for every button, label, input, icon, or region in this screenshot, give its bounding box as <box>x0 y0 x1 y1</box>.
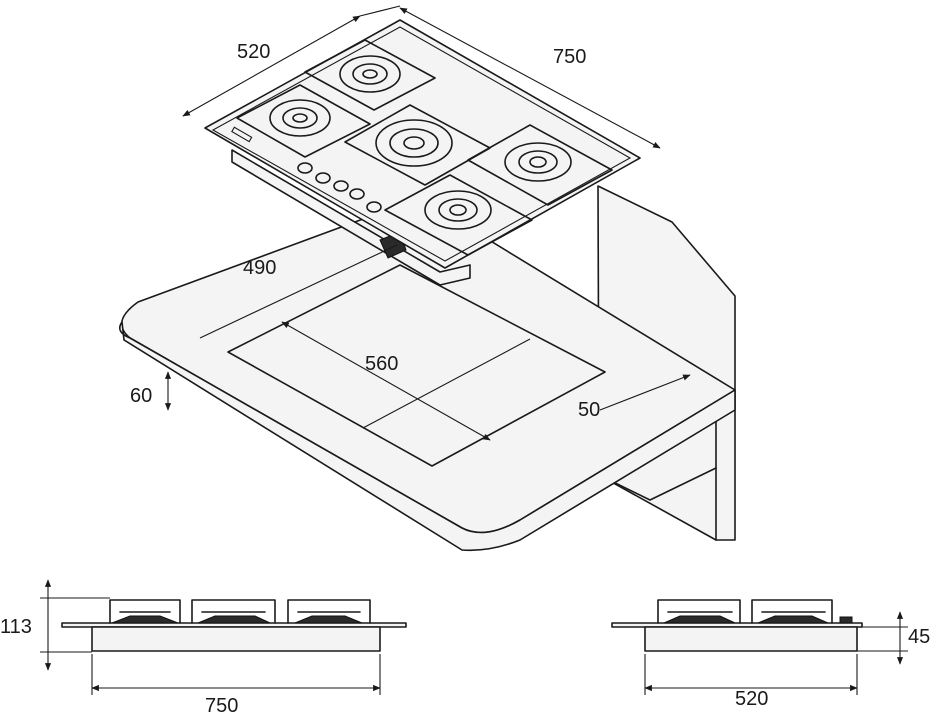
front-body <box>91 626 381 652</box>
side-burners <box>663 615 829 624</box>
dim-line-490 <box>199 244 398 339</box>
front-burners <box>111 615 363 624</box>
label-side-height: 45 <box>908 626 930 648</box>
label-front-width: 750 <box>205 695 238 716</box>
side-body <box>644 626 858 652</box>
label-hob-depth: 520 <box>237 41 270 63</box>
label-rear-clearance: 50 <box>578 399 600 421</box>
side-pan-supports <box>657 599 833 624</box>
dim-line-750 <box>399 7 661 149</box>
hob-body <box>231 149 471 286</box>
side-elevation <box>611 599 908 695</box>
front-elevation <box>40 579 407 695</box>
brand-plate <box>231 126 253 143</box>
label-cutout-depth: 490 <box>243 257 276 279</box>
front-pan-supports <box>109 599 371 624</box>
dimension-labels: 520 750 490 560 60 50 113 750 45 520 <box>0 41 930 716</box>
dim-line-520 <box>182 15 361 117</box>
cabinet-bracket <box>598 467 717 501</box>
label-front-height: 113 <box>0 616 32 638</box>
control-knobs <box>297 162 382 213</box>
label-worktop-thickness: 60 <box>130 385 152 407</box>
dim-line-50 <box>599 374 691 411</box>
label-cutout-width: 560 <box>365 353 398 375</box>
label-hob-width: 750 <box>553 46 586 68</box>
side-knob <box>839 616 853 624</box>
dimension-lines <box>164 5 691 441</box>
dim-ext <box>359 5 401 17</box>
worktop-front-edge <box>119 321 736 552</box>
label-side-depth: 520 <box>735 688 768 710</box>
dim-line-560 <box>281 321 491 441</box>
